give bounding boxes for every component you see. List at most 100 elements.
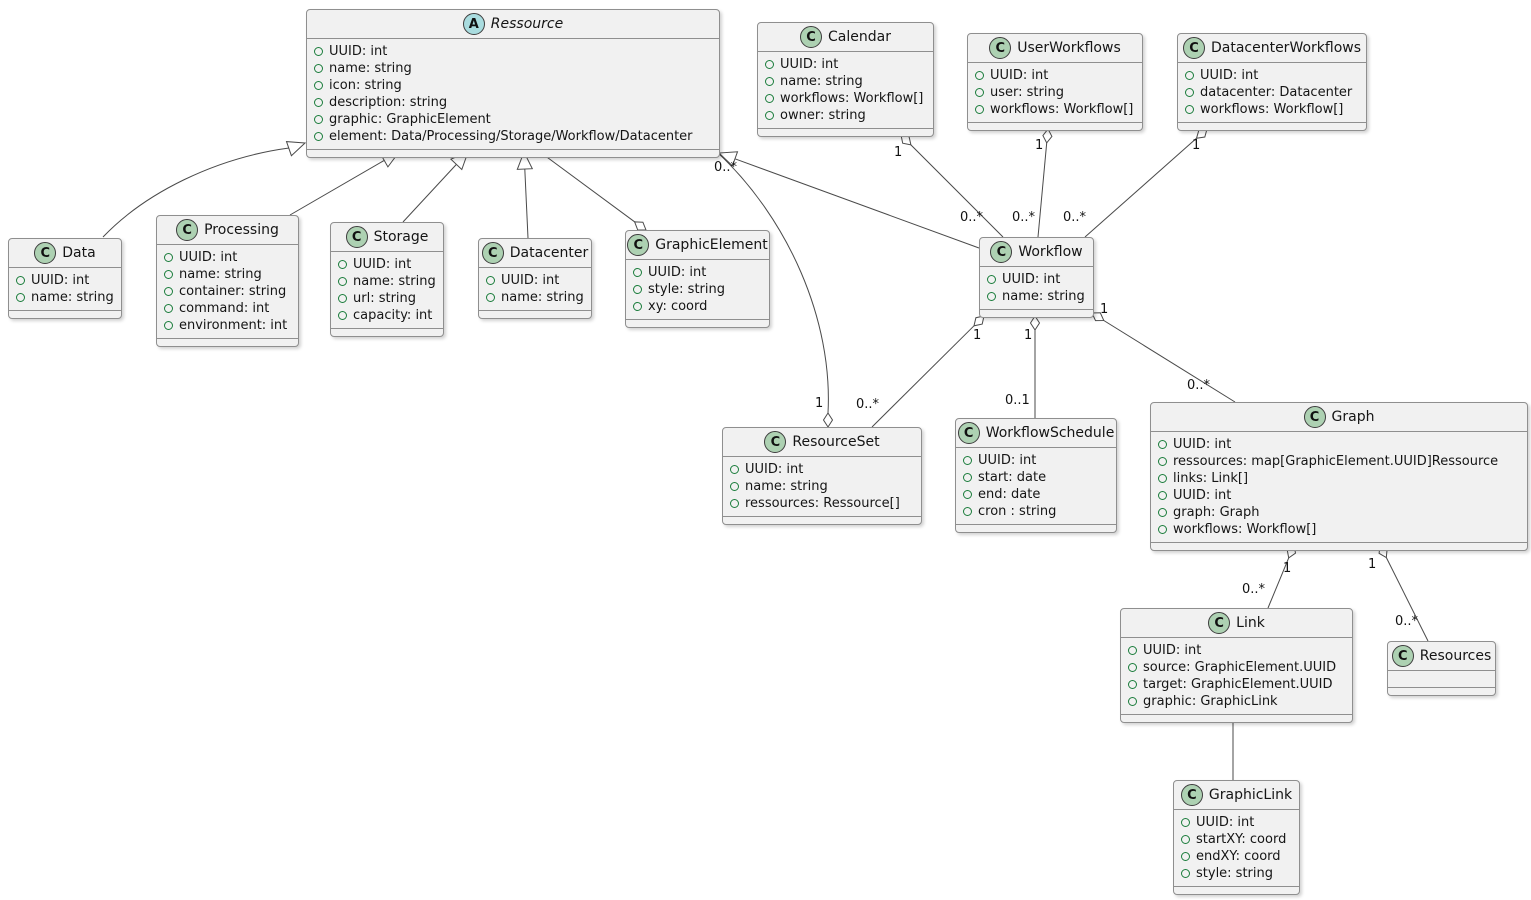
- class-header: C Resources: [1388, 642, 1495, 671]
- multiplicity-label: 1: [894, 145, 903, 160]
- abstract-class-icon: A: [462, 13, 485, 35]
- class-name: Storage: [373, 229, 429, 245]
- field-visibility-icon: [987, 275, 996, 284]
- class-methods: [1388, 688, 1495, 695]
- field-visibility-icon: [963, 456, 972, 465]
- edge-datacenter-ressource: [524, 168, 529, 239]
- attribute-text: UUID: int: [648, 265, 707, 280]
- class-icon: C: [1182, 37, 1205, 59]
- attribute-text: UUID: int: [353, 257, 412, 272]
- multiplicity-label: 0..*: [1063, 210, 1087, 225]
- multiplicity-label: 0..*: [1395, 614, 1419, 629]
- field-visibility-icon: [486, 276, 495, 285]
- class-header: C ResourceSet: [723, 428, 921, 457]
- attribute-row: workflows: Workflow[]: [975, 101, 1135, 118]
- field-visibility-icon: [730, 482, 739, 491]
- field-visibility-icon: [633, 302, 642, 311]
- field-visibility-icon: [975, 71, 984, 80]
- class-methods: [9, 311, 121, 318]
- attribute-row: target: GraphicElement.UUID: [1128, 676, 1345, 693]
- attribute-text: UUID: int: [780, 57, 839, 72]
- class-name: WorkflowSchedule: [985, 425, 1115, 441]
- attribute-text: name: string: [1002, 289, 1085, 304]
- generalization-arrow-workflow: [717, 151, 739, 167]
- class-header: A Ressource: [307, 10, 719, 39]
- field-visibility-icon: [16, 293, 25, 302]
- field-visibility-icon: [987, 292, 996, 301]
- multiplicity-label: 0..*: [960, 210, 984, 225]
- field-visibility-icon: [1181, 835, 1190, 844]
- field-visibility-icon: [486, 293, 495, 302]
- attribute-row: name: string: [16, 289, 114, 306]
- attribute-text: UUID: int: [179, 250, 238, 265]
- multiplicity-label: 1: [973, 328, 982, 343]
- class-header: C GraphicElement: [626, 231, 769, 260]
- attribute-text: name: string: [745, 479, 828, 494]
- class-methods: [723, 517, 921, 524]
- attribute-row: name: string: [338, 273, 436, 290]
- class-name: ResourceSet: [792, 434, 880, 450]
- attribute-row: graphic: GraphicLink: [1128, 693, 1345, 710]
- attribute-text: name: string: [329, 61, 412, 76]
- class-header: C Datacenter: [479, 239, 591, 268]
- class-header: C Calendar: [758, 23, 933, 52]
- attribute-text: name: string: [179, 267, 262, 282]
- attribute-text: graphic: GraphicLink: [1143, 694, 1278, 709]
- class-icon: C: [345, 226, 368, 248]
- attribute-row: UUID: int: [1158, 436, 1520, 453]
- edge-graph-link: [1267, 557, 1290, 609]
- field-visibility-icon: [765, 94, 774, 103]
- class-icon: C: [627, 234, 650, 256]
- field-visibility-icon: [765, 77, 774, 86]
- edge-data-ressource: [102, 147, 290, 238]
- field-visibility-icon: [975, 105, 984, 114]
- aggregation-diamond-workflow-left: [973, 315, 985, 327]
- class-icon: C: [481, 242, 504, 264]
- class-methods: [1151, 543, 1527, 550]
- edge-calendar-workflow: [910, 144, 1004, 238]
- class-methods: [1121, 715, 1352, 722]
- attribute-row: links: Link[]: [1158, 470, 1520, 487]
- field-visibility-icon: [1158, 491, 1167, 500]
- field-visibility-icon: [164, 253, 173, 262]
- attribute-row: UUID: int: [1158, 487, 1520, 504]
- field-visibility-icon: [338, 260, 347, 269]
- field-visibility-icon: [314, 64, 323, 73]
- multiplicity-label: 0..*: [1012, 210, 1036, 225]
- field-visibility-icon: [1181, 818, 1190, 827]
- multiplicity-label: 0..*: [1242, 582, 1266, 597]
- attribute-row: graph: Graph: [1158, 504, 1520, 521]
- class-methods: [980, 310, 1093, 317]
- attribute-row: container: string: [164, 283, 291, 300]
- class-icon: C: [176, 219, 199, 241]
- field-visibility-icon: [765, 60, 774, 69]
- class-name: UserWorkflows: [1017, 40, 1121, 56]
- attribute-text: UUID: int: [1143, 643, 1202, 658]
- class-resources: C Resources: [1387, 641, 1496, 696]
- multiplicity-label: 1: [1024, 328, 1033, 343]
- attribute-text: UUID: int: [501, 273, 560, 288]
- field-visibility-icon: [338, 277, 347, 286]
- class-icon: C: [1303, 406, 1326, 428]
- attribute-row: cron : string: [963, 503, 1109, 520]
- class-icon: C: [957, 422, 980, 444]
- field-visibility-icon: [963, 507, 972, 516]
- attribute-row: graphic: GraphicElement: [314, 111, 712, 128]
- multiplicity-label: 1: [815, 396, 824, 411]
- field-visibility-icon: [1185, 88, 1194, 97]
- edge-storage-ressource: [402, 164, 457, 223]
- attribute-row: icon: string: [314, 77, 712, 94]
- class-methods: [758, 129, 933, 136]
- attribute-row: xy: coord: [633, 298, 762, 315]
- class-icon: C: [1180, 784, 1203, 806]
- multiplicity-label: 0..1: [1005, 393, 1030, 408]
- field-visibility-icon: [164, 287, 173, 296]
